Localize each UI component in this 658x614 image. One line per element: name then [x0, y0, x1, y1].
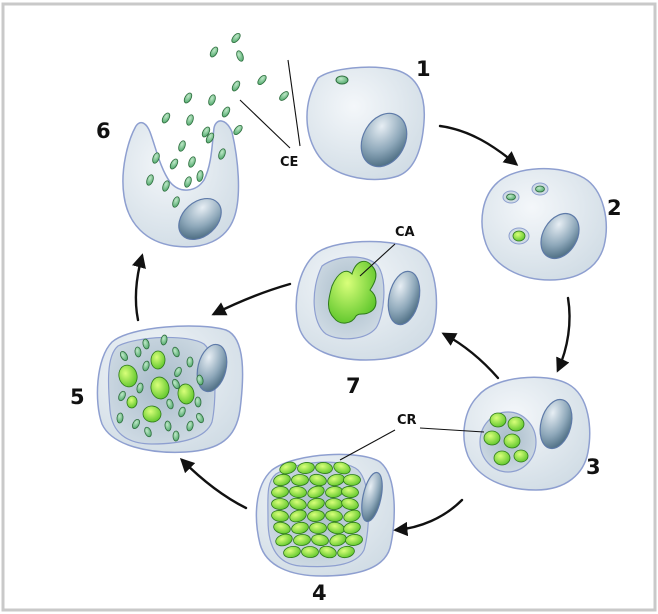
stage-4-cell	[256, 454, 394, 576]
elementary-body	[187, 357, 193, 367]
stage-label-6: 6	[96, 119, 111, 143]
reticulate-body	[343, 474, 360, 485]
elementary-body	[116, 413, 123, 424]
stage-label-4: 4	[312, 581, 327, 605]
elementary-body	[195, 397, 202, 407]
reticulate-body	[326, 499, 343, 510]
reticulate-body	[292, 475, 309, 486]
stage-label-3: 3	[586, 455, 601, 479]
stage-label-2: 2	[607, 196, 622, 220]
ce-label: CE	[280, 155, 298, 170]
stage-label-1: 1	[416, 57, 431, 81]
stage-label-5: 5	[70, 385, 85, 409]
reticulate-body	[309, 522, 326, 533]
reticulate-body	[271, 498, 288, 509]
cr-label: CR	[397, 413, 417, 428]
stage-5-cell	[97, 326, 242, 452]
reticulate-body	[151, 351, 166, 369]
entering-elementary-body	[336, 76, 348, 84]
reticulate-body	[301, 546, 318, 558]
elementary-body	[173, 431, 179, 441]
stage-1-cell	[307, 67, 424, 179]
stage-2-cell	[482, 169, 606, 280]
stage-label-7: 7	[346, 374, 361, 398]
cell-membrane	[307, 67, 424, 179]
ca-label: CA	[395, 225, 415, 240]
stage-7-cell	[296, 242, 436, 361]
stage-3-cell	[464, 377, 590, 490]
